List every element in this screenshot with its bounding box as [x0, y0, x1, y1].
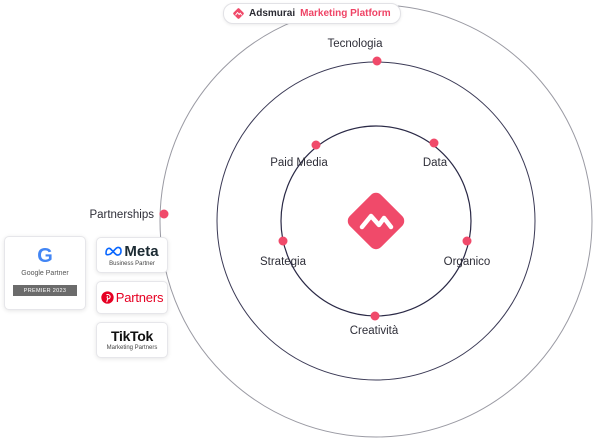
- label-partnerships: Partnerships: [89, 209, 154, 221]
- product-name: Marketing Platform: [300, 8, 391, 19]
- label-organico: Organico: [444, 256, 491, 268]
- meta-infinity-icon: [105, 246, 123, 256]
- meta-partner-card: Meta Business Partner: [96, 237, 168, 273]
- label-paid-media: Paid Media: [270, 157, 328, 169]
- meta-wordmark: Meta: [124, 242, 159, 260]
- pinterest-logo-icon: [101, 291, 114, 304]
- dot-data: [429, 138, 439, 148]
- tiktok-wordmark: TikTok: [110, 328, 154, 344]
- label-creativita: Creatività: [350, 325, 399, 337]
- center-logo: [347, 192, 405, 250]
- google-logo-icon: G: [37, 245, 53, 267]
- pinterest-wordmark: Partners: [115, 290, 164, 305]
- dot-paid-media: [311, 140, 321, 150]
- google-partner-card: G Google Partner PREMIER 2023: [4, 236, 86, 310]
- dot-creativita: [370, 311, 380, 321]
- dot-tecnologia: [372, 56, 382, 66]
- meta-partner-label: Business Partner: [109, 260, 155, 267]
- dot-partnerships: [159, 209, 169, 219]
- dot-organico: [462, 236, 472, 246]
- google-partner-label: Google Partner: [21, 270, 69, 277]
- brand-name: Adsmurai: [249, 8, 296, 19]
- pinterest-partner-card: Partners: [96, 281, 168, 314]
- label-data: Data: [423, 157, 448, 169]
- tiktok-partner-card: TikTok Marketing Partners: [96, 322, 168, 358]
- label-strategia: Strategia: [260, 256, 307, 268]
- platform-title-pill: Adsmurai Marketing Platform: [223, 3, 401, 24]
- google-premier-badge: PREMIER 2023: [13, 285, 77, 296]
- dot-strategia: [278, 236, 288, 246]
- adsmurai-logo-icon: [233, 8, 244, 19]
- tiktok-partner-label: Marketing Partners: [106, 345, 158, 351]
- label-tecnologia: Tecnologia: [328, 38, 384, 50]
